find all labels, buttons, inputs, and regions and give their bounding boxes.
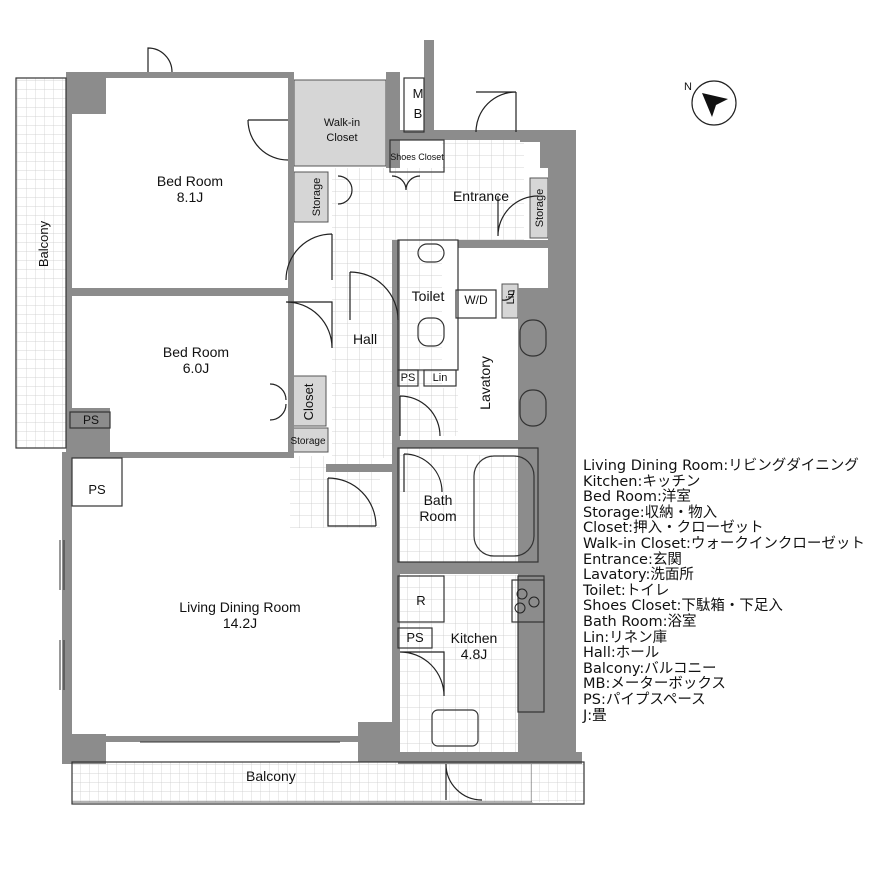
legend-item: Kitchen:キッチン: [583, 473, 701, 490]
legend-item: Walk-in Closet:ウォークインクローゼット: [583, 535, 865, 552]
legend-item: Storage:収納・物入: [583, 504, 718, 521]
kitchen-name: Kitchen: [451, 630, 498, 646]
kitchen-size: 4.8J: [461, 646, 487, 662]
toilet-label: Toilet: [412, 288, 445, 304]
storage-label-1: Storage: [311, 178, 323, 217]
legend-item: Lin:リネン庫: [583, 629, 668, 646]
bed-room-2-size: 6.0J: [183, 360, 209, 376]
lin-label-1: Lin: [433, 372, 448, 384]
entrance-label: Entrance: [453, 188, 509, 204]
legend-item: Toilet:トイレ: [583, 582, 670, 599]
compass-north-label: N: [684, 81, 692, 93]
stove-burners: [514, 588, 540, 614]
windows: [59, 540, 340, 743]
balcony-label-west: Balcony: [36, 220, 51, 267]
ps-label-3: PS: [401, 372, 416, 384]
closet-label: Closet: [301, 383, 316, 420]
bed-room-2-name: Bed Room: [163, 344, 229, 360]
legend-item: MB:メーターボックス: [583, 676, 726, 693]
mb-label-1: M: [413, 86, 424, 101]
walkin-label-2: Closet: [326, 132, 357, 144]
ldr-size: 14.2J: [223, 615, 257, 631]
legend-item: Living Dining Room:リビングダイニング: [583, 458, 859, 474]
shoes-closet-label: Shoes Closet: [390, 152, 444, 162]
legend-item: Bed Room:洋室: [583, 489, 691, 506]
hall-label: Hall: [353, 331, 377, 347]
ldr-name: Living Dining Room: [179, 599, 300, 615]
bed-room-1-name: Bed Room: [157, 173, 223, 189]
storage-fills: [289, 79, 549, 453]
mb-label-2: B: [414, 106, 423, 121]
legend-item: Closet:押入・クローゼット: [583, 520, 764, 537]
walkin-label-1: Walk-in: [324, 117, 360, 129]
storage-label-2: Storage: [534, 189, 546, 228]
storage-label-3: Storage: [290, 436, 325, 447]
legend: Living Dining Room:リビングダイニング Kitchen:キッチ…: [583, 458, 865, 724]
bath-label-1: Bath: [424, 492, 453, 508]
balcony-label-south: Balcony: [246, 768, 296, 784]
ps-label-4: PS: [406, 630, 424, 645]
legend-item: Lavatory:洗面所: [583, 567, 694, 584]
compass-icon: [691, 80, 737, 126]
ps-label-1: PS: [83, 413, 99, 427]
lavatory-label: Lavatory: [477, 356, 493, 410]
legend-item: Shoes Closet:下駄箱・下足入: [583, 598, 783, 615]
legend-item: Hall:ホール: [583, 645, 660, 662]
ps-label-2: PS: [88, 482, 106, 497]
lin-label-2: Lin: [505, 290, 517, 305]
outlines: [15, 77, 585, 805]
legend-item: Entrance:玄関: [583, 551, 682, 568]
wd-label: W/D: [464, 293, 488, 307]
bath-label-2: Room: [419, 508, 456, 524]
legend-item: Bath Room:浴室: [583, 613, 697, 630]
bed-room-1-size: 8.1J: [177, 189, 203, 205]
tiled-floors: [15, 77, 584, 803]
legend-item: J:畳: [583, 707, 607, 724]
legend-item: Balcony:バルコニー: [583, 660, 717, 677]
fridge-label: R: [416, 593, 425, 608]
doors: [147, 47, 539, 801]
room-labels: Bed Room 8.1J Bed Room 6.0J Living Dinin…: [36, 86, 546, 784]
legend-item: PS:パイプスペース: [583, 691, 706, 708]
